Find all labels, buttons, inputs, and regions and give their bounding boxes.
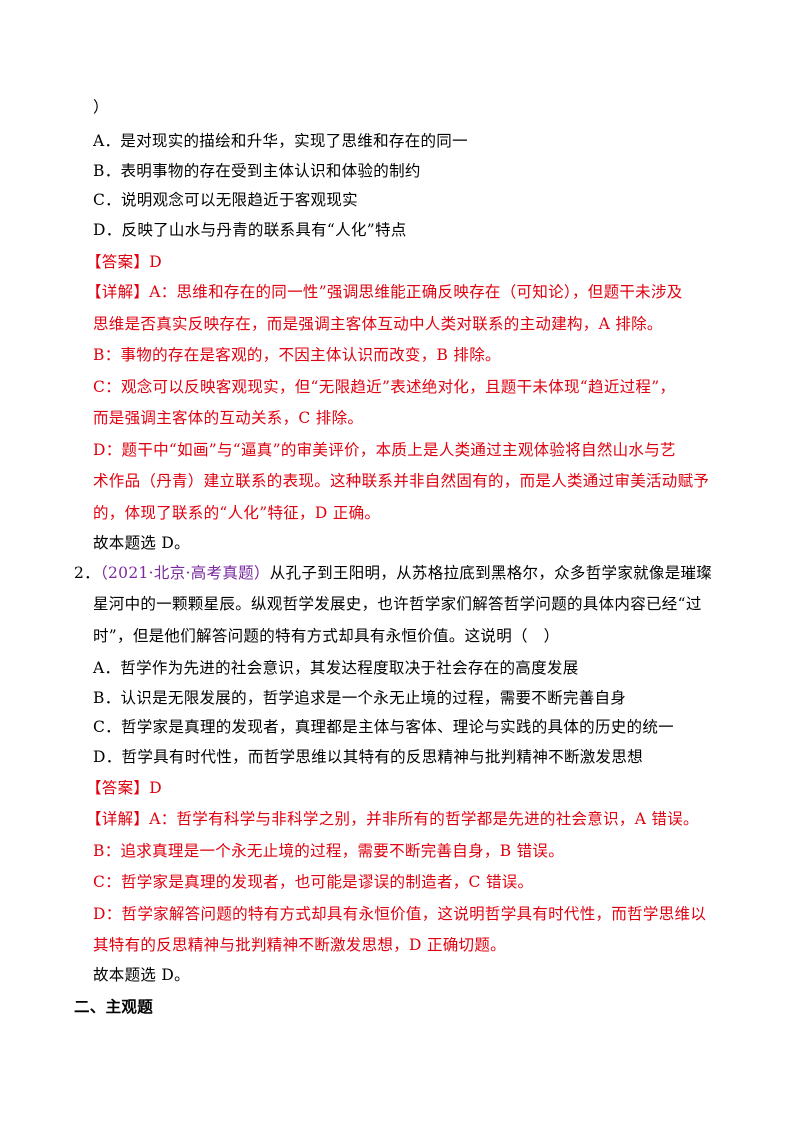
q1-option-c: C．说明观念可以无限趋近于客观现实	[93, 191, 358, 209]
q1-explanation-line-8: 的，体现了联系的“人化”特征，D 正确。	[93, 504, 381, 522]
q2-stem-line-1: 2．（2021·北京·高考真题）从孔子到王阳明，从苏格拉底到黑格尔，众多哲学家就…	[74, 562, 712, 584]
q1-explanation-line-4: C：观念可以反映客观现实，但“无限趋近”表述绝对化，且题干未体现“趋近过程”，	[93, 378, 676, 396]
q1-option-d: D．反映了山水与丹青的联系具有“人化”特点	[93, 221, 407, 239]
q1-explanation-line-6: D：题干中“如画”与“逼真”的审美评价，本质上是人类通过主观体验将自然山水与艺	[93, 441, 676, 459]
q2-stem-line-3: 时”，但是他们解答问题的特有方式却具有永恒价值。这说明（ ）	[93, 627, 560, 645]
q1-explanation-line-3: B：事物的存在是客观的，不因主体认识而改变，B 排除。	[93, 346, 501, 364]
q2-explanation-line-1: 【详解】A：哲学有科学与非科学之别，并非所有的哲学都是先进的社会意识，A 错误。	[86, 810, 699, 828]
q2-conclusion: 故本题选 D。	[93, 966, 190, 984]
q2-explanation-line-4: D：哲学家解答问题的特有方式却具有永恒价值，这说明哲学具有时代性，而哲学思维以	[93, 905, 707, 923]
q2-option-a: A．哲学作为先进的社会意识，其发达程度取决于社会存在的高度发展	[93, 659, 579, 677]
q1-option-b: B．表明事物的存在受到主体认识和体验的制约	[93, 162, 421, 180]
q1-explanation-line-5: 而是强调主客体的互动关系，C 排除。	[93, 409, 364, 427]
q2-option-b: B．认识是无限发展的，哲学追求是一个永无止境的过程，需要不断完善自身	[93, 689, 627, 707]
q2-explanation-line-5: 其特有的反思精神与批判精神不断激发思想，D 正确切题。	[93, 936, 506, 954]
q2-explanation-line-2: B：追求真理是一个永无止境的过程，需要不断完善自身，B 错误。	[93, 842, 565, 860]
q2-option-c: C．哲学家是真理的发现者，真理都是主体与客体、理论与实践的具体的历史的统一	[93, 718, 674, 736]
q2-stem-line-2: 星河中的一颗颗星辰。纵观哲学发展史，也许哲学家们解答哲学问题的具体内容已经“过	[93, 595, 702, 613]
q1-explanation-line-7: 术作品（丹青）建立联系的表现。这种联系并非自然固有的，而是人类通过审美活动赋予	[93, 472, 710, 490]
q2-explanation-line-3: C：哲学家是真理的发现者，也可能是谬误的制造者，C 错误。	[93, 873, 534, 891]
q2-option-d: D．哲学具有时代性，而哲学思维以其特有的反思精神与批判精神不断激发思想	[93, 748, 643, 766]
q2-answer: 【答案】D	[86, 779, 162, 797]
q1-option-a: A．是对现实的描绘和升华，实现了思维和存在的同一	[93, 132, 468, 150]
q1-explanation-line-2: 思维是否真实反映存在，而是强调主客体互动中人类对联系的主动建构，A 排除。	[93, 315, 663, 333]
section-2-title: 二、主观题	[74, 997, 154, 1016]
q1-stem-tail: ）	[93, 98, 109, 116]
q1-answer: 【答案】D	[86, 253, 162, 271]
q2-source: （2021·北京·高考真题）	[99, 564, 270, 582]
q2-number: 2．	[74, 564, 100, 582]
q2-stem-text-1: 从孔子到王阳明，从苏格拉底到黑格尔，众多哲学家就像是璀璨	[269, 564, 713, 582]
q1-explanation-line-1: 【详解】A：思维和存在的同一性”强调思维能正确反映存在（可知论），但题干未涉及	[86, 283, 683, 301]
q1-conclusion: 故本题选 D。	[93, 534, 190, 552]
